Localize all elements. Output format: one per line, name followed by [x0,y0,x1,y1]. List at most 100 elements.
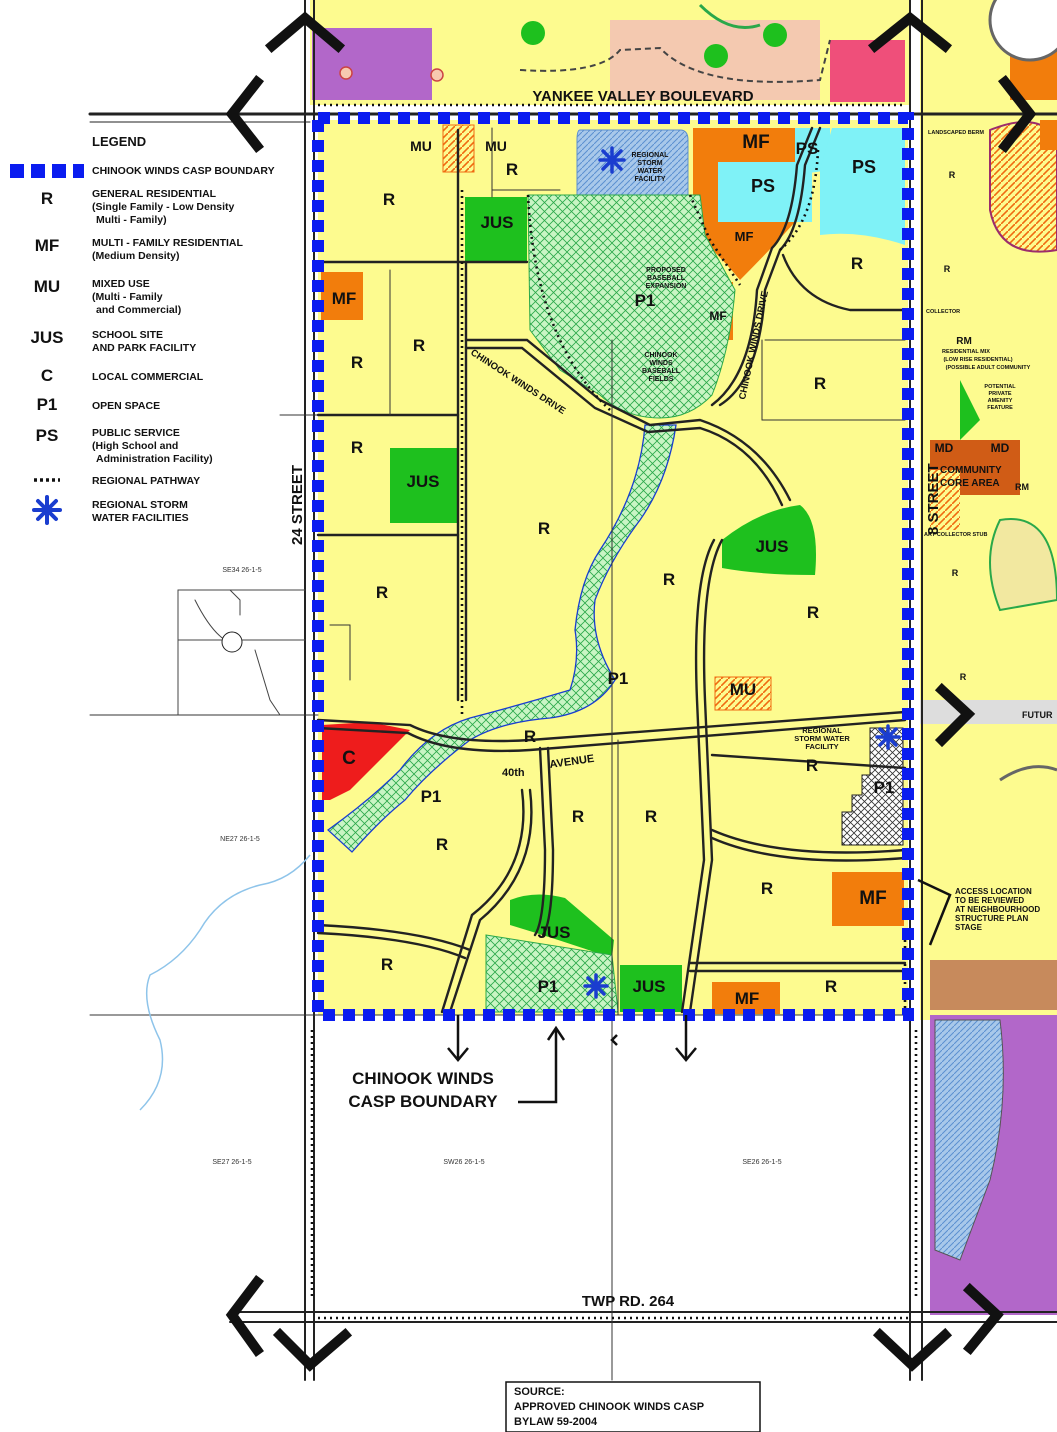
r-label: R [351,438,363,457]
legend-item-boundary: CHINOOK WINDS CASP BOUNDARY [10,164,275,178]
r-label: R [524,727,536,746]
svg-text:WATER FACILITIES: WATER FACILITIES [92,512,189,524]
mf-label: MF [859,888,886,909]
svg-text:and Commercial): and Commercial) [96,304,181,316]
ps-label: PS [751,176,775,196]
svg-text:ARY COLLECTOR STUB: ARY COLLECTOR STUB [924,532,987,538]
svg-text:CHINOOK WINDS CASP BOUNDARY: CHINOOK WINDS CASP BOUNDARY [92,165,275,177]
svg-text:STRUCTURE PLAN: STRUCTURE PLAN [955,914,1029,923]
p1-label: P1 [538,977,559,996]
svg-text:CASP BOUNDARY: CASP BOUNDARY [348,1092,498,1111]
svg-text:(High School and: (High School and [92,440,178,452]
svg-text:SE27 26-1-5: SE27 26-1-5 [212,1159,251,1166]
callout-storm-east: REGIONAL STORM WATER FACILITY [794,726,850,751]
mf-label: MF [332,289,357,308]
svg-text:BYLAW 59-2004: BYLAW 59-2004 [514,1416,598,1428]
svg-text:R: R [944,264,951,274]
svg-text:CHINOOK: CHINOOK [644,352,677,359]
svg-text:AND PARK FACILITY: AND PARK FACILITY [92,342,196,354]
ps-zone [795,128,830,175]
jus-label: JUS [480,213,513,232]
r-label: R [645,807,657,826]
svg-text:MULTI - FAMILY RESIDENTIAL: MULTI - FAMILY RESIDENTIAL [92,237,243,249]
mf-label: MF [735,989,760,1008]
svg-text:MU: MU [34,277,60,296]
r-label: R [383,190,395,209]
legend-item-school: JUS SCHOOL SITE AND PARK FACILITY [30,328,196,354]
mf-zone [832,872,904,926]
legend-item-residential: R GENERAL RESIDENTIAL (Single Family - L… [41,188,235,226]
24-street-label: 24 STREET [289,465,306,545]
r-label: R [806,756,818,775]
svg-text:PS: PS [36,426,59,445]
svg-text:WINDS: WINDS [649,360,673,367]
legend-item-commercial: C LOCAL COMMERCIAL [41,366,204,385]
svg-text:MIXED USE: MIXED USE [92,278,150,290]
mf-zone [712,982,780,1014]
jus-zone [722,505,816,575]
svg-text:APPROVED CHINOOK WINDS CASP: APPROVED CHINOOK WINDS CASP [514,1401,704,1413]
p1-label: P1 [635,291,656,310]
p1-grey [841,727,904,846]
east-neighbourhood [920,0,1057,1315]
mf-label: MF [735,229,754,244]
r-label: R [663,570,675,589]
regional-storm-icon [583,146,901,999]
svg-text:STORM WATER: STORM WATER [794,734,850,743]
r-label: R [506,160,518,179]
svg-text:PROPOSED: PROPOSED [646,267,686,274]
svg-text:TO BE REVIEWED: TO BE REVIEWED [955,896,1024,905]
source-box: SOURCE: APPROVED CHINOOK WINDS CASP BYLA… [505,1381,761,1432]
svg-text:Multi - Family): Multi - Family) [96,214,167,226]
r-label: R [807,603,819,622]
svg-text:COLLECTOR: COLLECTOR [926,309,960,315]
svg-text:ACCESS LOCATION: ACCESS LOCATION [955,887,1032,896]
r-label: R [851,254,863,273]
ps-label: PS [852,157,876,177]
svg-text:C: C [41,366,53,385]
svg-text:(LOW RISE RESIDENTIAL): (LOW RISE RESIDENTIAL) [943,357,1012,363]
mu-label: MU [485,138,507,154]
svg-text:REGIONAL STORM: REGIONAL STORM [92,499,188,511]
svg-text:(Medium Density): (Medium Density) [92,250,180,262]
callout-storm-top: REGIONAL STORM WATER FACILITY [632,152,670,183]
svg-text:(Multi - Family: (Multi - Family [92,291,163,303]
mf-label: MF [709,309,726,323]
jus-zone [390,448,457,523]
r-label: R [825,977,837,996]
svg-text:LOCAL COMMERCIAL: LOCAL COMMERCIAL [92,371,204,383]
svg-text:SE26 26-1-5: SE26 26-1-5 [742,1159,781,1166]
svg-text:FACILITY: FACILITY [805,742,838,751]
jus-zone [620,965,682,1012]
mu-zone [714,676,772,711]
40th-label: 40th [502,767,525,779]
svg-text:R: R [41,189,53,208]
svg-text:RESIDENTIAL MIX: RESIDENTIAL MIX [942,349,990,355]
r-label: R [814,374,826,393]
r-label: R [538,519,550,538]
boundary-pointer-arrows [447,878,952,1104]
legend: LEGEND CHINOOK WINDS CASP BOUNDARY R GEN… [10,134,275,525]
svg-text:R: R [949,170,956,180]
legend-item-open-space: P1 OPEN SPACE [37,395,160,414]
svg-text:P1: P1 [37,395,58,414]
callout-baseball-expansion: PROPOSED BASEBALL EXPANSION [646,267,687,290]
future-road-label: FUTUR [1022,710,1053,720]
parcel-labels: SE34 26-1-5 NE27 26-1-5 SE27 26-1-5 SW26… [212,567,781,1166]
svg-text:SW26 26-1-5: SW26 26-1-5 [443,1159,484,1166]
west-creek [139,854,311,1111]
svg-text:Administration Facility): Administration Facility) [96,453,213,465]
jus-label: JUS [406,472,439,491]
svg-text:MD: MD [935,441,954,455]
callout-baseball-fields: CHINOOK WINDS BASEBALL FIELDS [642,352,681,383]
svg-text:FIELDS: FIELDS [649,376,674,383]
svg-text:EXPANSION: EXPANSION [646,283,687,290]
direction-arrows [225,11,1037,1372]
jus-label: JUS [755,537,788,556]
c-label: C [342,748,356,769]
r-label: R [436,835,448,854]
svg-text:BASEBALL: BASEBALL [642,368,681,375]
r-label: R [351,353,363,372]
legend-item-storm-water: REGIONAL STORM WATER FACILITIES [32,495,189,525]
